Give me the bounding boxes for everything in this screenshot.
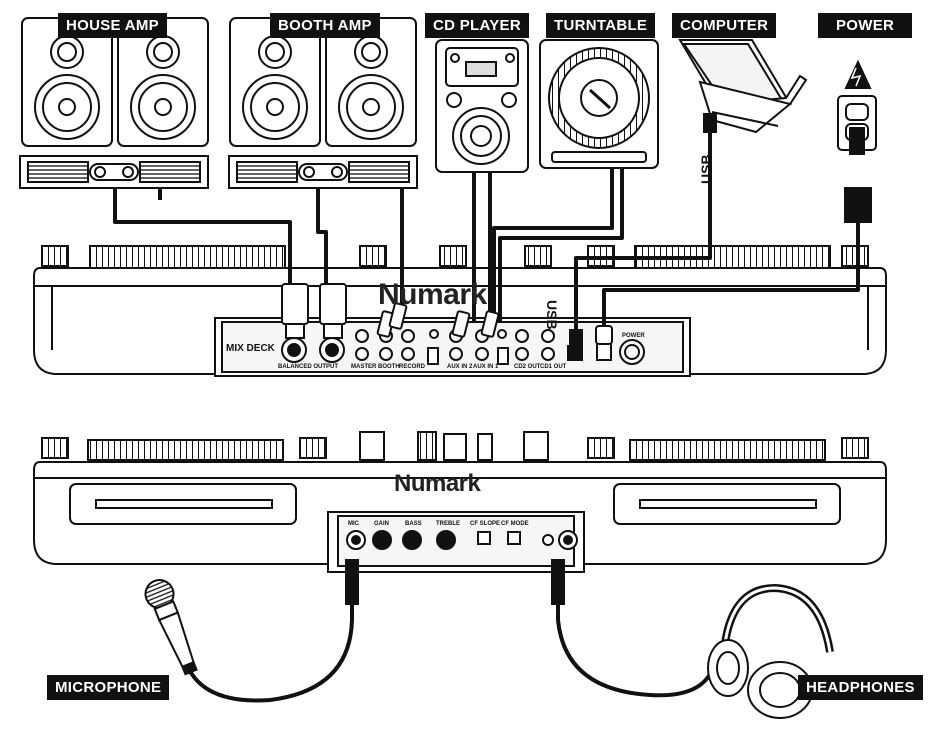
xlr-plugs (281, 283, 347, 339)
power-plug (595, 325, 613, 345)
brand-logo-top: Numark (378, 278, 487, 311)
brand-logo-bottom: Numark (394, 470, 481, 497)
gain-label: GAIN (374, 521, 389, 527)
rear-panel-jacks (281, 329, 645, 365)
cd2-out-label: CD2 OUT (514, 364, 541, 370)
treble-label: TREBLE (436, 521, 460, 527)
front-panel-controls (346, 530, 578, 550)
power-switch-label: POWER (622, 333, 645, 339)
booth-speaker-left (229, 17, 321, 147)
booth-amp-label: BOOTH AMP (270, 13, 380, 38)
house-amp-label: HOUSE AMP (58, 13, 167, 38)
booth-label: BOOTH (378, 364, 400, 370)
record-label: RECORD (399, 364, 426, 370)
house-speaker-left (21, 17, 113, 147)
headphones-label: HEADPHONES (798, 675, 923, 700)
mic-label: MIC (348, 521, 359, 527)
booth-amplifier (228, 155, 418, 189)
headphones-device (707, 583, 834, 719)
usb-plug (569, 113, 717, 345)
rca-plugs (376, 302, 500, 338)
mixdeck-front-body (33, 431, 887, 573)
booth-speaker-right (325, 17, 417, 147)
power-outlet (837, 59, 877, 223)
aux-in-2-label: AUX IN 2 (447, 364, 473, 370)
master-label: MASTER (351, 364, 377, 370)
cables-top (113, 128, 860, 336)
computer-label: COMPUTER (672, 13, 777, 38)
bass-label: BASS (405, 521, 422, 527)
house-speaker-right (117, 17, 209, 147)
microphone-device (144, 579, 198, 676)
laptop-computer (678, 39, 808, 134)
jack-plugs (345, 559, 565, 605)
house-amplifier (19, 155, 209, 189)
cd-player-device (435, 39, 529, 173)
balanced-output-label: BALANCED OUTPUT (278, 364, 338, 370)
turntable-label: TURNTABLE (546, 13, 656, 38)
mix-deck-title: MIX DECK (226, 343, 275, 354)
cd-player-label: CD PLAYER (425, 13, 529, 38)
cf-slope-label: CF SLOPE (470, 521, 501, 527)
microphone-label: MICROPHONE (47, 675, 170, 700)
usb-vertical-label: USB (544, 300, 560, 330)
cables-bottom (183, 570, 714, 703)
aux-in-1-label: AUX IN 1 (473, 364, 499, 370)
cf-mode-label: CF MODE (501, 521, 529, 527)
turntable-device (539, 39, 659, 169)
power-label: POWER (818, 13, 913, 38)
cd1-out-label: CD1 OUT (540, 364, 567, 370)
usb-cable-label: USB (698, 154, 714, 184)
